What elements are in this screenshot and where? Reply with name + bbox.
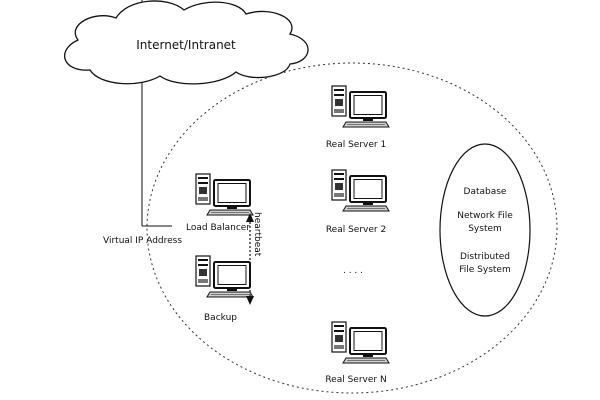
heartbeat-arrow-icon <box>246 213 254 305</box>
load-balancer-label: Load Balancer <box>186 223 250 233</box>
cloud-icon <box>64 0 309 85</box>
storage-dfs-label-1: Distributed <box>460 252 510 262</box>
computer-icon <box>331 321 390 364</box>
real-server-2-label: Real Server 2 <box>326 225 386 235</box>
real-server-1-label: Real Server 1 <box>326 140 386 150</box>
heartbeat-label: heartbeat <box>252 212 262 257</box>
computer-icon <box>195 173 254 216</box>
cluster-boundary <box>146 62 558 394</box>
cloud-label: Internet/Intranet <box>136 38 236 52</box>
real-server-n-label: Real Server N <box>325 375 386 385</box>
backup-label: Backup <box>204 313 237 323</box>
computer-icon <box>331 169 390 212</box>
storage-nfs-label-1: Network File <box>457 211 513 221</box>
computer-icon <box>331 85 390 128</box>
virtual-ip-label: Virtual IP Address <box>103 236 182 246</box>
more-servers-ellipsis: . . . . <box>343 266 363 276</box>
computer-icon <box>195 255 254 298</box>
storage-dfs-label-2: File System <box>459 265 510 275</box>
storage-database-label: Database <box>464 187 507 197</box>
storage-nfs-label-2: System <box>468 224 502 234</box>
storage-ellipse <box>439 143 531 317</box>
